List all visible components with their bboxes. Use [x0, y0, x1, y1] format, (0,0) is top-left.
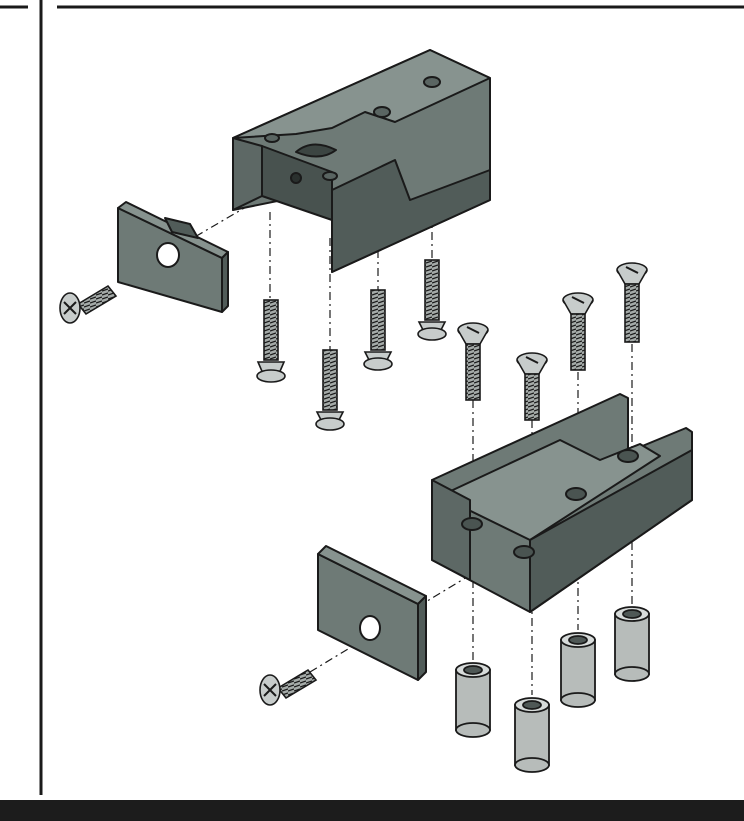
phillips-screw-icon	[59, 284, 118, 324]
lower-bracket	[431, 393, 693, 613]
slotted-screw-icon	[256, 299, 286, 383]
slotted-screw-icon	[417, 259, 447, 341]
upper-bracket	[232, 49, 491, 273]
threaded-insert-icon	[514, 697, 550, 773]
lower-bracket-screws	[256, 259, 447, 431]
phillips-screw-icon	[259, 668, 318, 706]
threaded-insert-icon	[455, 662, 491, 738]
threaded-inserts	[455, 606, 650, 773]
slotted-screw-icon	[363, 289, 393, 371]
threaded-insert-icon	[614, 606, 650, 682]
slotted-screw-icon	[315, 349, 345, 431]
threaded-insert-icon	[560, 632, 596, 708]
panel-frame	[0, 0, 744, 795]
upper-end-cap	[117, 201, 229, 313]
slotted-screw-icon	[457, 322, 489, 401]
upper-slotted-screws	[457, 262, 648, 421]
slotted-screw-icon	[516, 352, 548, 421]
slotted-screw-icon	[562, 292, 594, 371]
lower-end-cap	[317, 545, 427, 681]
slotted-screw-icon	[616, 262, 648, 343]
footer-bar	[0, 800, 744, 821]
